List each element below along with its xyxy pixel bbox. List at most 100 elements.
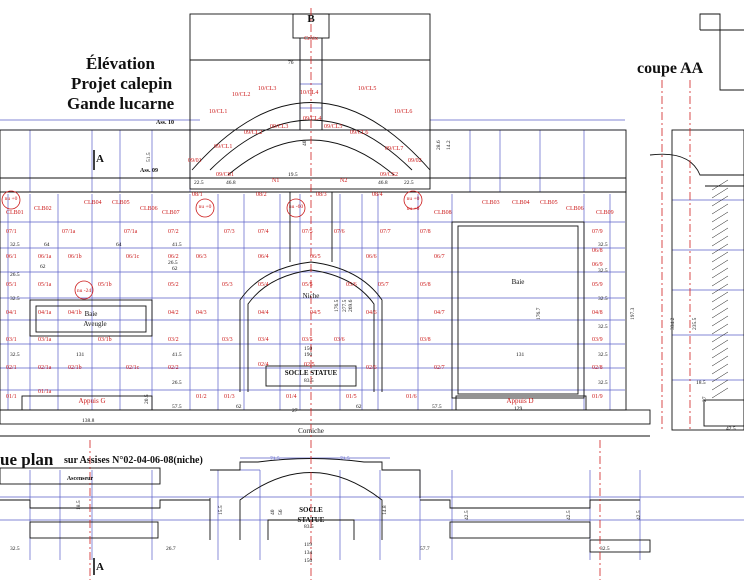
center-stone-label: 02/5 <box>304 362 315 368</box>
cross-shaft <box>299 38 323 130</box>
dimension-label: 134 <box>304 550 313 556</box>
center-stone-label: 05/6 <box>346 282 357 288</box>
outline-linework <box>0 13 744 575</box>
plan-wall-block <box>29 521 159 539</box>
left-stone-label: 05/1b <box>98 282 112 288</box>
dimension-label: 46.8 <box>378 180 388 186</box>
arch-stone-label: 09/CL7 <box>385 146 403 152</box>
left-stone-label: 07/1 <box>6 229 17 235</box>
center-stone-label: 04/6 <box>366 310 377 316</box>
center-stone-label: 04/4 <box>258 310 269 316</box>
dimension-label: 57.5 <box>432 404 442 410</box>
section-title: coupe AA <box>637 60 704 77</box>
center-stone-label: 01/4 <box>286 394 297 400</box>
upper-stone-label: CLB05 <box>540 200 558 206</box>
arch-stone-label: 09/CL5 <box>324 124 342 130</box>
upper-stone-label: 08/1 <box>192 192 203 198</box>
dimension-label: 62 <box>356 404 362 410</box>
arch-stone-label: 09/02 <box>408 158 422 164</box>
marker-a: A <box>96 561 104 573</box>
dimension-label: 131 <box>76 352 85 358</box>
section-hatch <box>711 179 729 191</box>
section-hatch <box>711 195 729 207</box>
arch-stone-label: N2 <box>340 178 347 184</box>
dimension-label: 22.5 <box>404 180 414 186</box>
plan-wall-left <box>0 498 211 540</box>
upper-stone-label: CLB08 <box>434 210 452 216</box>
niche-label: Niche <box>303 292 320 300</box>
upper-stone-label: CLB06 <box>566 206 584 212</box>
baie-aveugle-label: Baie <box>85 310 98 318</box>
left-stone-label: 07/1a <box>124 229 138 235</box>
right-stone-label: 01/9 <box>592 394 603 400</box>
right-stone-label: 06/8 <box>592 248 603 254</box>
nu-tag-label: nu +0 <box>5 196 18 202</box>
arch-stone-label: 09/01 <box>188 158 202 164</box>
dimension-label: 269.6 <box>348 299 354 312</box>
plan-wall-block <box>589 539 651 553</box>
dimension-label: 28.6 <box>436 140 442 150</box>
course-label: Ass. 10 <box>156 120 174 126</box>
section-hatch <box>711 363 729 375</box>
baie-aveugle-label: Aveugle <box>83 320 106 328</box>
arch-stone-label: 10/CL6 <box>394 109 412 115</box>
corniche-label: Corniche <box>298 427 324 435</box>
arch-stone-label: N1 <box>272 178 279 184</box>
section-hatch <box>711 371 729 383</box>
upper-stone-label: 08/4 <box>372 192 383 198</box>
section-hatch <box>711 347 729 359</box>
right-stone-label: 03/9 <box>592 337 603 343</box>
dimension-label: 176.5 <box>334 299 340 312</box>
dimension-label: 51.5 <box>146 152 152 162</box>
dimension-label: 22.5 <box>194 180 204 186</box>
arch-stone-label: 10/CL2 <box>232 92 250 98</box>
course-label: Ass. 09 <box>140 168 158 174</box>
dimension-label: 26.5 <box>172 380 182 386</box>
nu-circle <box>74 280 94 300</box>
nu-tag-label: nu +0 <box>407 206 420 212</box>
plan-title: ue plan <box>0 450 54 469</box>
nu-circle <box>286 198 306 218</box>
nu-tag-label: nu +0 <box>199 204 212 210</box>
axis-lines <box>89 8 691 580</box>
ascenseur-label: Ascenseur <box>67 476 94 482</box>
blind-bay <box>29 299 153 337</box>
dimension-label: 150 <box>304 558 313 564</box>
dimension-label: 138.8 <box>82 418 95 424</box>
left-stone-label: 06/1a <box>38 254 52 260</box>
appuis-label: Appuis D <box>506 397 533 405</box>
left-stone-label: 03/1a <box>38 337 52 343</box>
left-stone-label: 05/1a <box>38 282 52 288</box>
plan-socle-label: STATUE <box>298 516 325 524</box>
dimension-label: 64 <box>116 242 122 248</box>
plan-wall-block <box>449 521 591 539</box>
dimension-label: 62 <box>40 264 46 270</box>
center-stone-label: 03/5 <box>302 337 313 343</box>
left-stone-label: 02/1 <box>6 365 17 371</box>
dimension-label: 42.5 <box>464 510 470 520</box>
dimension-label: 32.5 <box>10 296 20 302</box>
section-wall <box>671 129 744 431</box>
dimension-label: 57.7 <box>420 546 430 552</box>
upper-stone-label: CLB02 <box>34 206 52 212</box>
left-stone-label: 06/1 <box>6 254 17 260</box>
nu-circle <box>195 198 215 218</box>
arch-stone-label: 09/CL2 <box>244 130 262 136</box>
dimension-label: 334.2 <box>670 317 676 330</box>
section-hatch <box>711 379 729 391</box>
section-hatch <box>711 339 729 351</box>
dimension-label: 197.3 <box>630 307 636 320</box>
arch-stone-label: 10/CL4 <box>300 90 318 96</box>
right-stone-label: 04/8 <box>592 310 603 316</box>
plan-top <box>210 458 421 498</box>
section-hatch <box>711 203 729 215</box>
section-hatch <box>711 355 729 367</box>
upper-stone-label: CLB04 <box>84 200 102 206</box>
dimension-label: 71.5 <box>340 456 350 462</box>
dimension-label: 46.8 <box>226 180 236 186</box>
dimension-label: 40 <box>270 509 276 515</box>
upper-stone-label: 08/3 <box>316 192 327 198</box>
center-stone-label: 02/2 <box>168 365 179 371</box>
center-stone-label: 04/2 <box>168 310 179 316</box>
section-hatch <box>711 187 729 199</box>
